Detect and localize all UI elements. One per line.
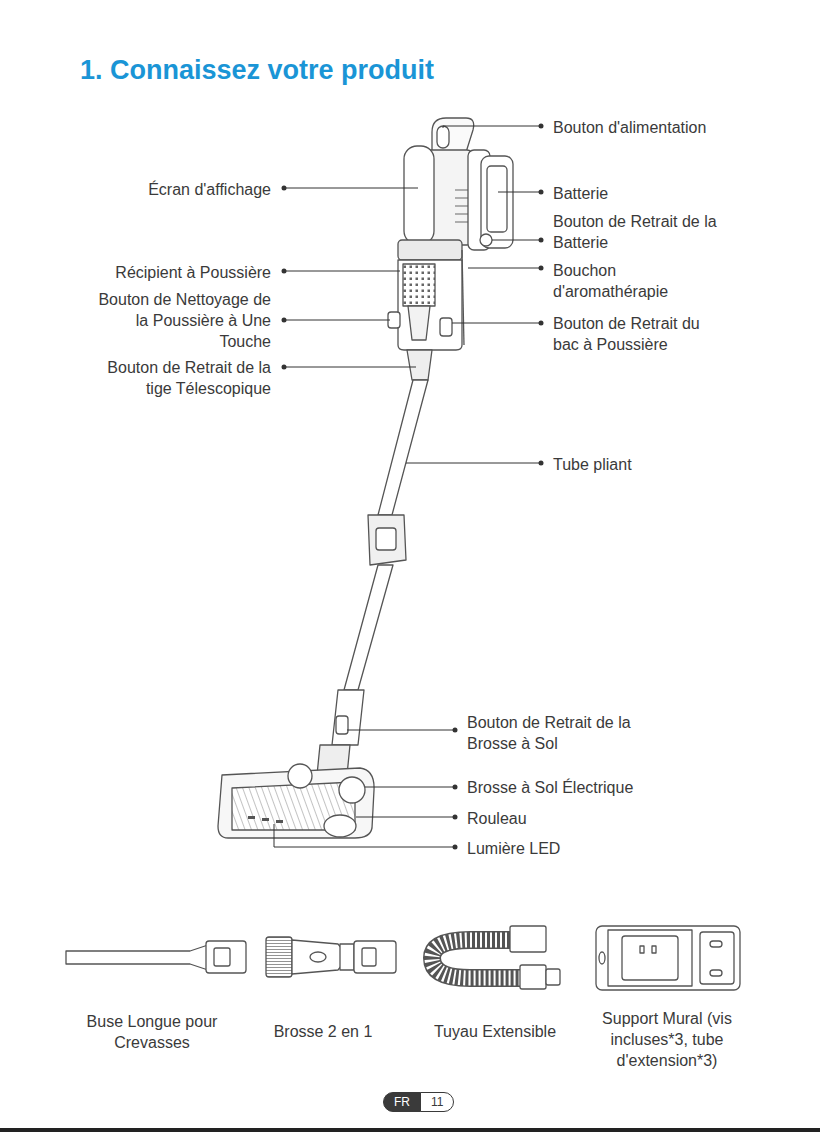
part-label: Bouchon d'aromathérapie <box>553 260 685 302</box>
part-label: Brosse 2 en 1 <box>248 1021 398 1042</box>
part-label: Brosse à Sol Électrique <box>467 777 707 798</box>
page-marker-text: 11 <box>431 1095 443 1109</box>
page-rule <box>0 1128 820 1132</box>
part-label: Bouton de Retrait de la Brosse à Sol <box>467 712 651 754</box>
part-label: Écran d'affichage <box>41 179 271 200</box>
accessories <box>66 926 740 990</box>
part-label: Bouton de Retrait du bac à Poussière <box>553 313 717 355</box>
page-marker-text: FR <box>394 1095 410 1109</box>
part-label: Rouleau <box>467 808 667 829</box>
part-label: Bouton de Retrait de la tige Télescopiqu… <box>87 357 271 399</box>
part-label: Support Mural (vis incluses*3, tube d'ex… <box>583 1008 751 1071</box>
part-label: Bouton d'alimentation <box>553 117 783 138</box>
page-number: 11 <box>420 1092 454 1112</box>
part-label: Buse Longue pour Crevasses <box>77 1011 227 1053</box>
part-label: Tube pliant <box>553 454 753 475</box>
page-title: 1. Connaissez votre produit <box>80 55 434 86</box>
language-tag: FR <box>383 1092 421 1112</box>
part-label: Lumière LED <box>467 838 667 859</box>
part-label: Batterie <box>553 183 753 204</box>
part-label: Bouton de Retrait de la Batterie <box>553 211 737 253</box>
part-label: Récipient à Poussière <box>41 262 271 283</box>
part-label: Bouton de Nettoyage de la Poussière à Un… <box>93 289 271 352</box>
part-label: Tuyau Extensible <box>415 1021 575 1042</box>
